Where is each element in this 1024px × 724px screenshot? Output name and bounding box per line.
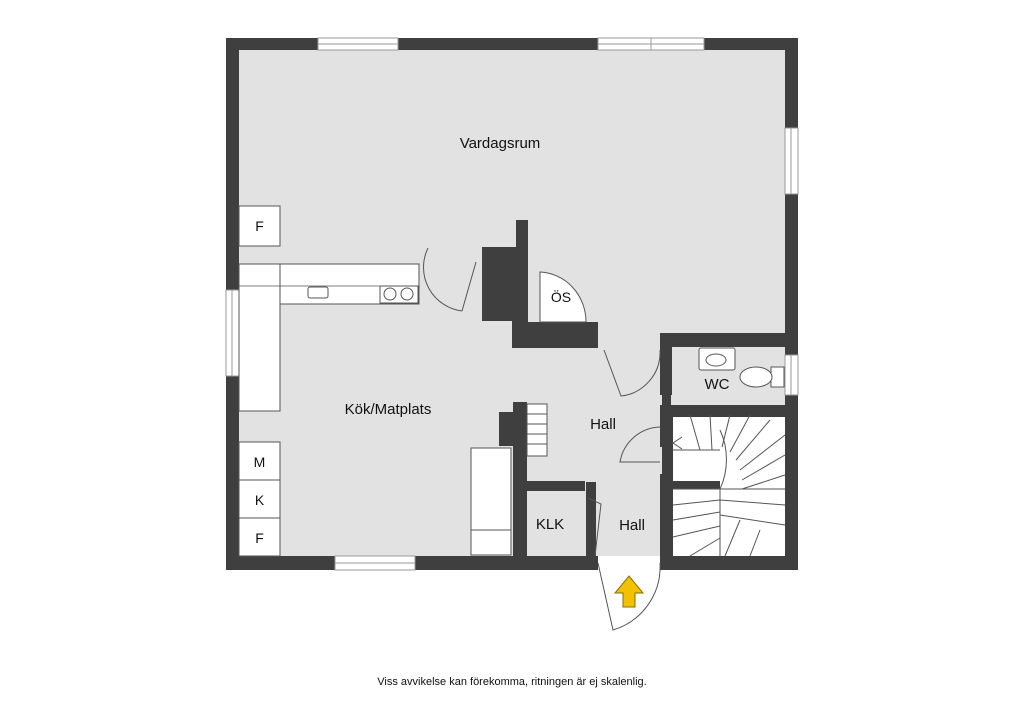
wc-wall-left <box>660 345 672 395</box>
hall-wc-wall-top <box>660 333 798 347</box>
counter-left <box>238 263 281 412</box>
room-label-hall-upper: Hall <box>590 416 616 433</box>
stair-wall-left <box>660 415 672 447</box>
stove-icon <box>379 285 419 304</box>
toilet-icon <box>739 366 785 388</box>
interior-walls <box>482 220 798 556</box>
room-label-vardagsrum: Vardagsrum <box>460 135 541 152</box>
appliance-stack <box>238 441 281 557</box>
wc-wall-bottom <box>660 405 798 417</box>
chimney-wall-right <box>528 322 598 348</box>
door-hall-living <box>603 349 661 397</box>
entrance-arrow-icon <box>613 575 645 608</box>
room-label-wc: WC <box>705 376 730 393</box>
doors <box>423 247 661 631</box>
klk-wall-right <box>586 482 596 556</box>
room-label-klk: KLK <box>536 516 564 533</box>
door-klk <box>587 497 602 557</box>
freezer-kitchen-label: F <box>255 530 264 546</box>
microwave-label: M <box>254 454 266 470</box>
fridge-box <box>238 479 281 519</box>
kitchen-counter <box>238 263 420 412</box>
fridge-label: K <box>255 492 265 508</box>
windows <box>225 37 799 571</box>
door-entrance <box>597 562 661 631</box>
room-label-kok: Kök/Matplats <box>345 401 432 418</box>
microwave-box <box>238 441 281 481</box>
chimney-top <box>516 220 528 260</box>
cabinet <box>470 447 512 556</box>
klk-wall-top <box>513 481 585 491</box>
door-kitchen-living <box>423 247 463 312</box>
door-openings <box>598 556 660 570</box>
stair-bar <box>662 481 720 489</box>
stair-wall-left-low <box>660 474 672 556</box>
room-label-hall-lower: Hall <box>619 517 645 534</box>
bench <box>526 403 548 457</box>
os-label: ÖS <box>551 288 571 305</box>
freezer-living-box <box>238 205 281 247</box>
door-hall-stairs <box>619 426 661 463</box>
wc-fixtures <box>698 347 785 388</box>
disclaimer-text: Viss avvikelse kan förekomma, ritningen … <box>377 676 647 688</box>
chimney-base <box>512 300 528 348</box>
freezer-kitchen-box <box>238 517 281 557</box>
stairs-icon <box>672 414 786 557</box>
sink-icon <box>307 286 329 299</box>
tiled-stove <box>539 271 587 323</box>
entrance-opening <box>598 556 660 570</box>
freezer-living-label: F <box>255 218 264 234</box>
kitchen-partition-top <box>499 412 527 446</box>
